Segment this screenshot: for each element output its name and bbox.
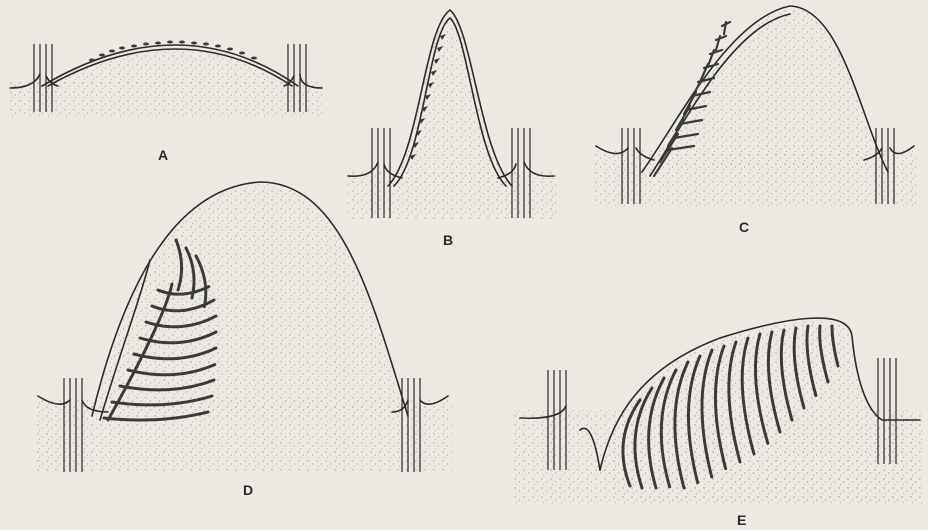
panel-label-a: A: [158, 147, 168, 163]
panel-b: B: [346, 10, 556, 248]
panel-e: E: [514, 318, 924, 528]
panel-label-e: E: [737, 512, 746, 528]
cone-tissue: [390, 12, 510, 185]
panel-label-b: B: [443, 232, 453, 248]
panel-label-c: C: [739, 219, 749, 235]
panel-label-d: D: [243, 482, 253, 498]
panel-c: C: [594, 6, 916, 235]
panel-d: D: [36, 182, 452, 498]
panel-a: A: [8, 41, 324, 164]
